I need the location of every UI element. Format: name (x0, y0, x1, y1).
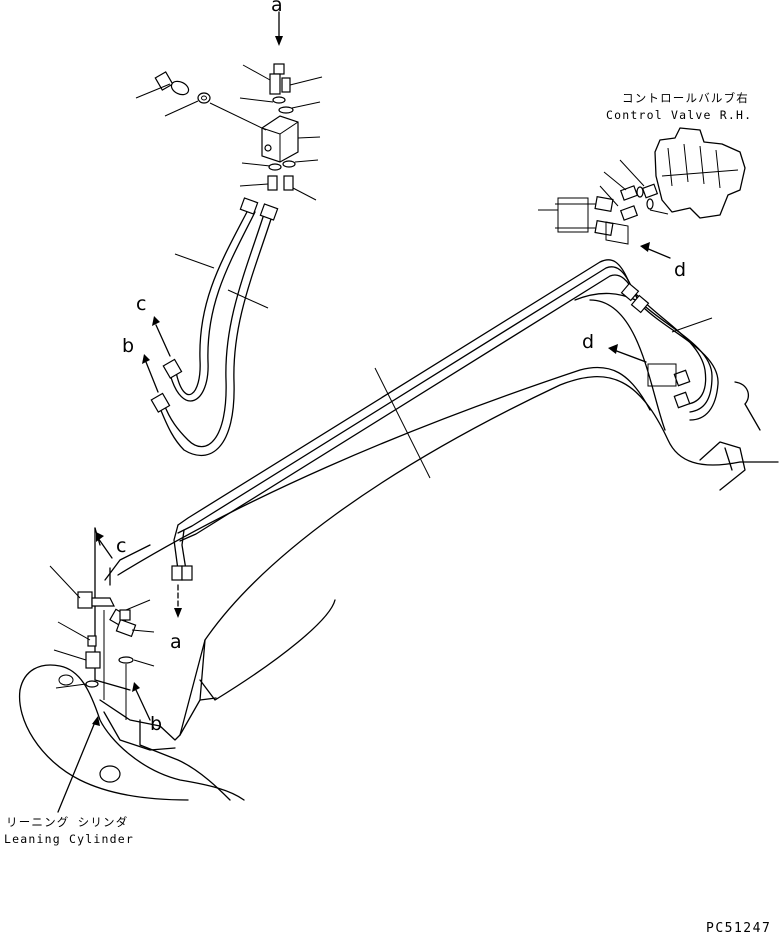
control-valve-rh (538, 127, 746, 259)
leaning-cylinder-label-en: Leaning Cylinder (4, 832, 134, 846)
valve-block-assembly (135, 11, 323, 201)
callout-c-lower: c (116, 535, 126, 557)
callout-c-upper: c (136, 293, 146, 315)
callout-d-upper: d (674, 259, 686, 281)
callout-b-lower: b (150, 713, 162, 735)
steel-pipes (171, 259, 719, 618)
callout-a-lower: a (170, 631, 182, 653)
flexible-hoses (142, 197, 279, 457)
control-valve-label-en: Control Valve R.H. (606, 108, 752, 122)
control-valve-label-jp: コントロールバルブ右 (622, 91, 749, 105)
callout-b-upper: b (122, 335, 134, 357)
leaning-cylinder-label-jp: リーニング シリンダ (6, 815, 128, 829)
figure-code: PC51247 (706, 921, 771, 936)
callout-a-top: a (271, 0, 283, 16)
callout-d-lower: d (582, 331, 594, 353)
leaning-cylinder-assembly (18, 527, 245, 813)
boom-structure (117, 292, 779, 736)
